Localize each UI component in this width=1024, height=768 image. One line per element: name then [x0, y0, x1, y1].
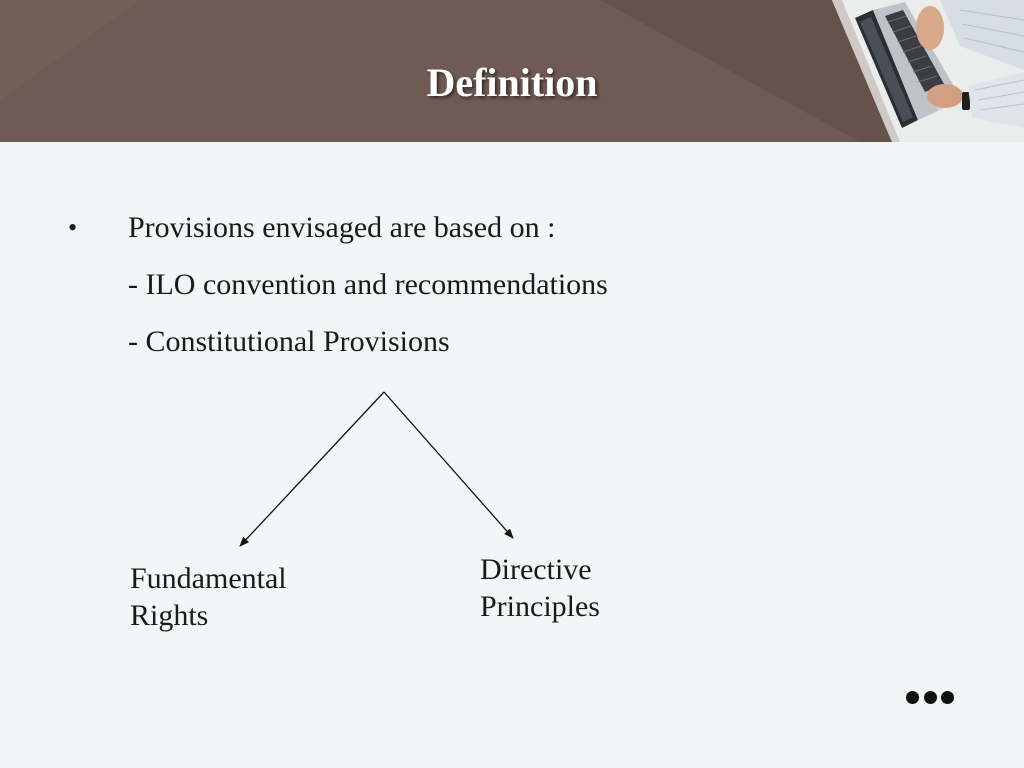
- ellipsis-icon[interactable]: [906, 688, 954, 706]
- label-fundamental-rights-line1: Fundamental: [130, 562, 287, 595]
- label-directive-principles-line2: Principles: [480, 590, 600, 623]
- ellipsis-dot: [941, 690, 954, 704]
- label-directive-principles-line1: Directive: [480, 553, 592, 586]
- label-fundamental-rights-line2: Rights: [130, 599, 209, 632]
- ellipsis-dot: [923, 690, 937, 704]
- label-fundamental-rights: Fundamental Rights: [130, 560, 287, 634]
- right-branch-arrow: [383, 391, 514, 539]
- ellipsis-dot: [906, 690, 919, 704]
- slide-title: Definition: [426, 60, 598, 105]
- left-branch-arrow: [239, 391, 385, 547]
- bullet-text: Provisions envisaged are based on :: [128, 211, 556, 244]
- label-directive-principles: Directive Principles: [480, 551, 600, 625]
- sub-item-ilo: - ILO convention and recommendations: [128, 268, 608, 301]
- laptop-photo: [832, 0, 1024, 142]
- sub-item-constitutional: - Constitutional Provisions: [128, 325, 450, 358]
- bullet-marker: •: [68, 213, 78, 242]
- keyboard-keys: [885, 10, 944, 92]
